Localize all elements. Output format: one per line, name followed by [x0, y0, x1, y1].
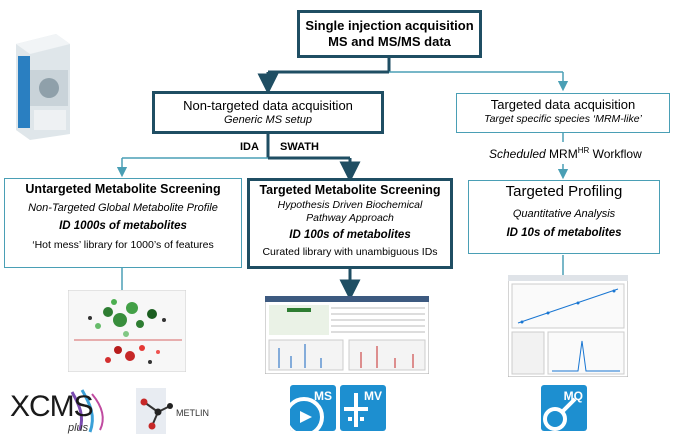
- targeted-screening-title: Targeted Metabolite Screening: [259, 183, 441, 197]
- mrm-word: MRM: [549, 147, 578, 161]
- ms-app-icon: MS: [290, 385, 336, 431]
- metlin-text: METLIN: [176, 408, 210, 418]
- xcms-plus-text: plus: [68, 422, 89, 434]
- untargeted-screening-box: Untargeted Metabolite Screening Non-Targ…: [4, 178, 242, 268]
- targeted-screening-note: Curated library with unambiguous IDs: [262, 246, 438, 259]
- hr-superscript: HR: [577, 146, 590, 155]
- xcms-text: XCMS: [10, 390, 94, 423]
- profiling-subtitle: Quantitative Analysis: [512, 207, 616, 220]
- metlin-logo: METLIN: [136, 388, 216, 434]
- mass-spectrometer-image: [12, 30, 74, 142]
- library-search-screenshot: [264, 295, 430, 375]
- scheduled-mrm-label: Scheduled MRMHR Workflow: [489, 146, 642, 161]
- untargeted-note: ‘Hot mess’ library for 1000’s of feature…: [32, 238, 214, 251]
- single-injection-line1: Single injection acquisition: [305, 18, 474, 33]
- targeted-profiling-box: Targeted Profiling Quantitative Analysis…: [468, 180, 660, 254]
- untargeted-id: ID 1000s of metabolites: [59, 220, 187, 233]
- untargeted-subtitle: Non-Targeted Global Metabolite Profile: [28, 201, 218, 214]
- scheduled-word: Scheduled: [489, 147, 550, 161]
- profiling-id: ID 10s of metabolites: [506, 226, 622, 239]
- nontargeted-acquisition-box: Non-targeted data acquisition Generic MS…: [152, 91, 384, 134]
- targeted-acquisition-box: Targeted data acquisition Target specifi…: [456, 93, 670, 133]
- cloud-plot-image: [67, 289, 187, 373]
- ms-text: MS: [314, 389, 332, 403]
- targeted-acquisition-subtitle: Target specific species ‘MRM-like’: [484, 113, 642, 126]
- mv-text: MV: [364, 389, 382, 403]
- targeted-acquisition-title: Targeted data acquisition: [490, 97, 636, 112]
- targeted-screening-box: Targeted Metabolite Screening Hypothesis…: [247, 178, 453, 269]
- single-injection-box: Single injection acquisition MS and MS/M…: [297, 10, 482, 58]
- mq-app-icon: MQ: [541, 385, 587, 431]
- swath-label: SWATH: [280, 141, 319, 153]
- nontargeted-subtitle: Generic MS setup: [223, 114, 313, 127]
- targeted-screening-sub1: Hypothesis Driven Biochemical: [277, 198, 423, 211]
- quantitation-screenshot: [507, 274, 629, 378]
- untargeted-title: Untargeted Metabolite Screening: [25, 182, 221, 196]
- targeted-screening-sub2: Pathway Approach: [306, 211, 394, 224]
- profiling-title: Targeted Profiling: [505, 183, 623, 200]
- single-injection-line2: MS and MS/MS data: [328, 34, 451, 50]
- mq-text: MQ: [563, 389, 583, 403]
- xcms-plus-logo: XCMS plus: [10, 386, 130, 436]
- nontargeted-title: Non-targeted data acquisition: [183, 98, 353, 113]
- targeted-screening-id: ID 100s of metabolites: [289, 228, 411, 241]
- workflow-word: Workflow: [589, 147, 642, 161]
- mv-app-icon: MV: [340, 385, 386, 431]
- ida-label: IDA: [240, 141, 259, 153]
